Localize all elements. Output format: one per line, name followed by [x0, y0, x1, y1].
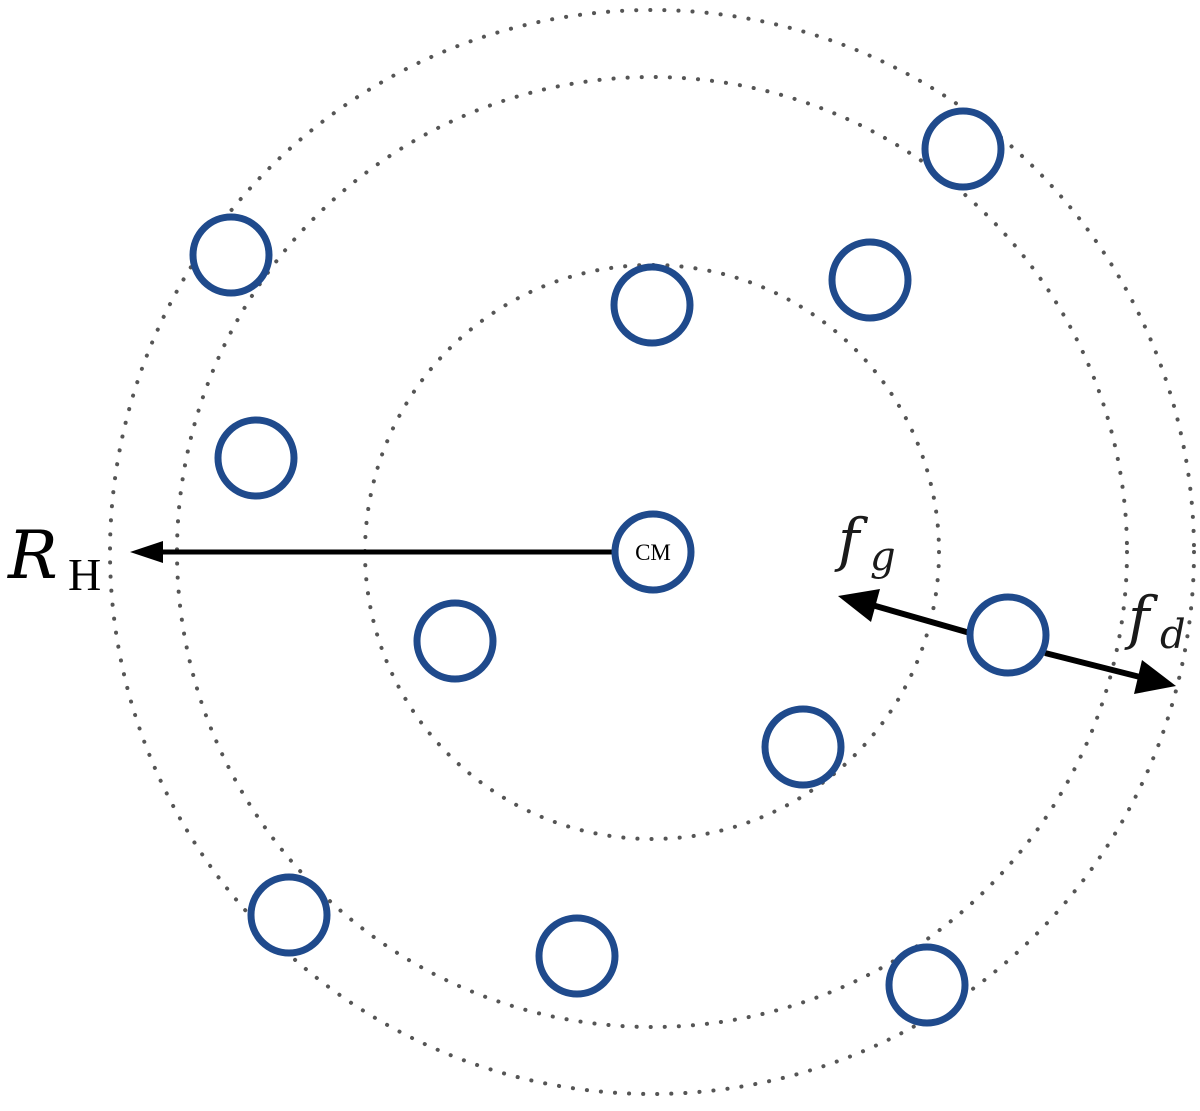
force-arrows: [838, 589, 1176, 694]
radius-symbol: R: [7, 517, 58, 594]
particles: [189, 107, 1050, 1027]
radius-arrow-head: [130, 541, 163, 563]
force-d-label: f d: [1124, 584, 1186, 658]
force-g-subscript: g: [870, 534, 896, 580]
force-d-symbol: f: [1124, 584, 1159, 652]
force-g-symbol: f: [834, 506, 869, 574]
particle: [610, 263, 694, 347]
radius-subscript: H: [68, 549, 101, 600]
center-of-mass-particle: [611, 510, 695, 594]
particle: [921, 107, 1005, 191]
outer-ring: [108, 8, 1196, 1096]
force-g-arrow-shaft: [871, 602, 971, 636]
particle: [247, 873, 331, 957]
particle: [828, 238, 912, 322]
particle: [535, 914, 619, 998]
force-d-arrow-head: [1134, 660, 1176, 694]
force-g-arrow-head: [838, 589, 880, 622]
middle-ring: [175, 75, 1129, 1029]
particle: [885, 943, 969, 1027]
particle: [189, 213, 273, 297]
particle: [966, 593, 1050, 677]
particle: [413, 599, 497, 683]
force-d-subscript: d: [1160, 612, 1186, 658]
radius-label: R H: [7, 517, 101, 600]
force-g-label: f g: [834, 506, 896, 580]
force-d-arrow-shaft: [1044, 650, 1141, 680]
particle: [761, 705, 845, 789]
radius-arrow: [130, 541, 615, 563]
particle: [214, 416, 298, 500]
center-of-mass-label: CM: [635, 540, 671, 565]
